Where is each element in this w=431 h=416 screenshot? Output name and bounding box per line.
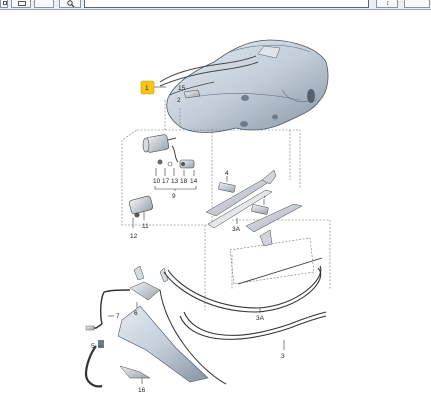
grid-icon <box>3 1 7 5</box>
clip-4-upper <box>218 182 236 193</box>
grid-view-button[interactable] <box>0 0 8 8</box>
nav-icon: ↕ <box>386 0 390 7</box>
parts-diagram: 1 15 2 10 17 13 18 14 9 <box>84 39 331 394</box>
callout-12: 12 <box>130 233 138 240</box>
image-button[interactable] <box>11 0 31 8</box>
callout-18: 18 <box>180 178 188 185</box>
callout-16: 16 <box>138 387 146 394</box>
callout-6: 6 <box>134 310 138 317</box>
callout-1-highlight[interactable]: 1 <box>140 80 155 95</box>
group-guides <box>121 100 331 310</box>
callout-5: 5 <box>91 343 95 350</box>
callout-4a: 4 <box>225 170 229 177</box>
callout-1: 1 <box>145 85 149 92</box>
callout-17: 17 <box>162 178 170 185</box>
fuel-line-assembly <box>84 265 209 388</box>
callout-14: 14 <box>190 178 198 185</box>
search-input[interactable] <box>84 0 369 8</box>
nav-button[interactable]: ↕ <box>376 0 398 8</box>
callout-3: 3 <box>281 353 285 360</box>
callout-7: 7 <box>116 313 120 320</box>
image-icon <box>18 1 26 6</box>
callout-13: 13 <box>171 178 179 185</box>
fuel-pump <box>128 195 154 218</box>
callout-9: 9 <box>172 193 176 200</box>
search-button[interactable] <box>59 0 81 8</box>
callout-2: 2 <box>177 97 181 104</box>
rail-3a-upper <box>205 169 303 247</box>
toolbar: ↕ <box>0 0 431 10</box>
pressure-regulator <box>179 159 195 169</box>
search-icon <box>67 0 75 8</box>
callout-10: 10 <box>153 178 161 185</box>
fuel-filter <box>142 134 177 153</box>
callout-3a-top: 3A <box>232 226 241 233</box>
callout-3a-bottom: 3A <box>256 315 265 322</box>
callout-11: 11 <box>142 223 149 230</box>
fuel-lines <box>159 257 327 385</box>
toolbar-end-button[interactable] <box>404 0 430 8</box>
toolbar-button[interactable] <box>34 0 54 8</box>
fuel-tank <box>159 39 329 133</box>
clip-4-lower <box>251 204 269 215</box>
callout-15: 15 <box>178 85 186 92</box>
